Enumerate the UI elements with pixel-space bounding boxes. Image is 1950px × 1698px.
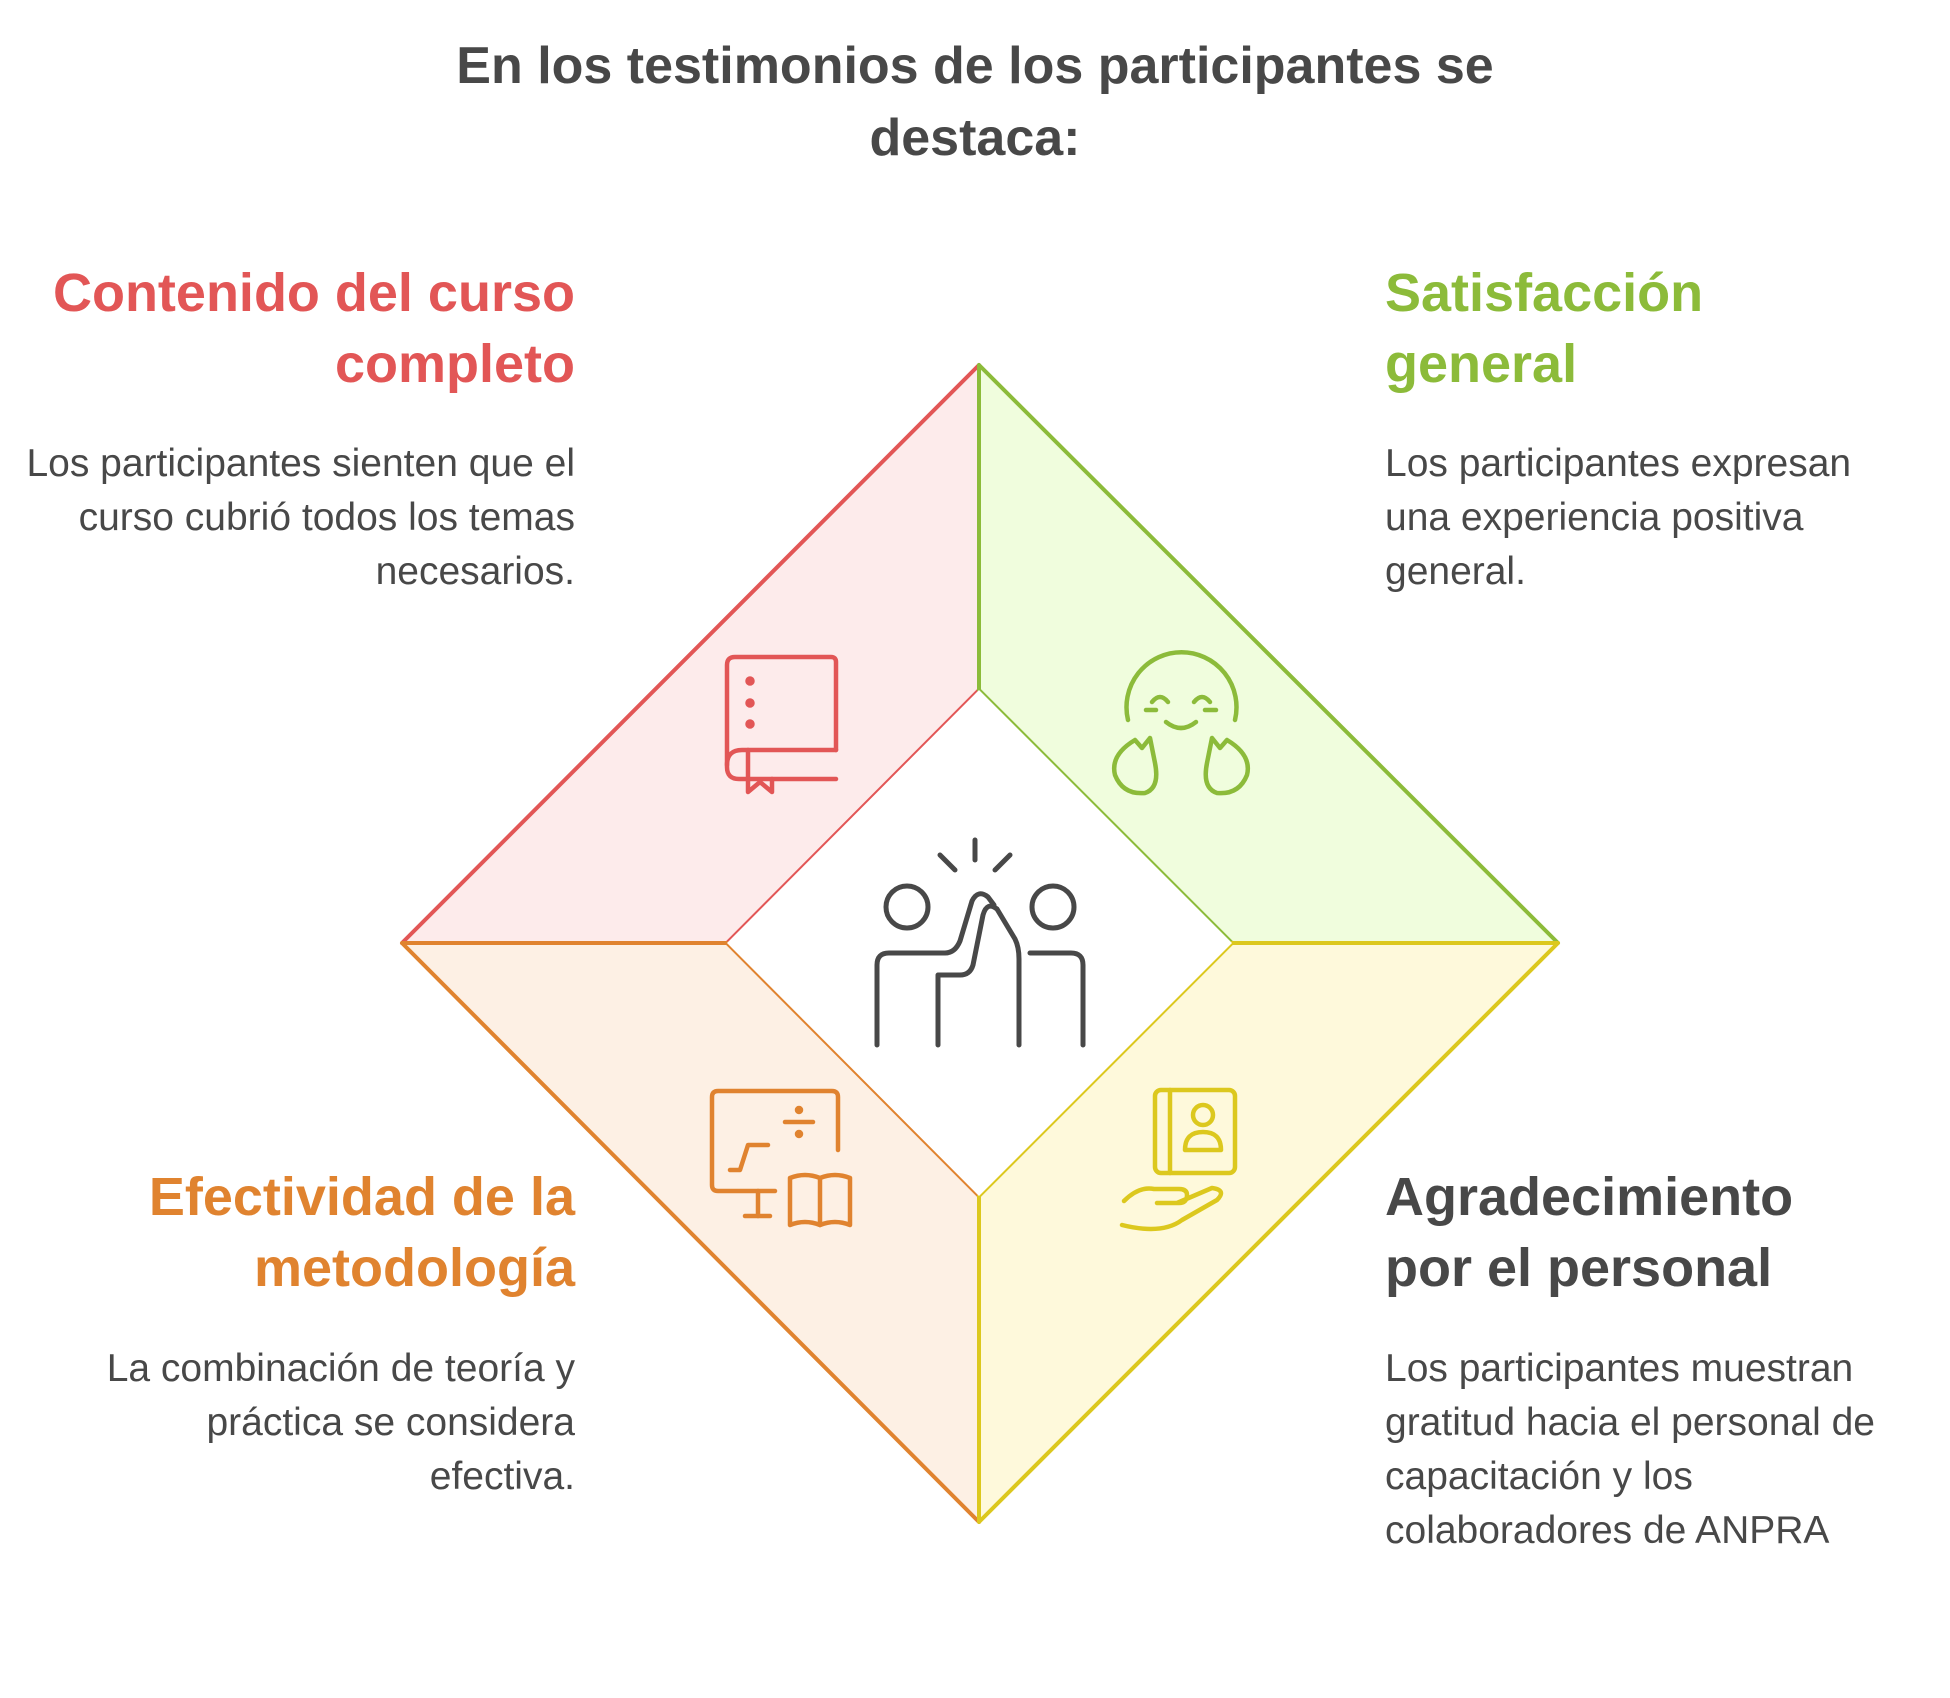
heading-satisfaccion: Satisfacción general (1385, 263, 1704, 394)
text-satisfaccion: Los participantes expresan una experienc… (1385, 442, 1852, 593)
high-five-icon (874, 837, 1086, 1048)
happy-face-icon (1111, 650, 1251, 796)
book-icon (724, 654, 839, 795)
text-agradecimiento: Los participantes muestran gratitud haci… (1385, 1347, 1875, 1552)
text-efectividad: La combinación de teoría y práctica se c… (106, 1347, 575, 1498)
contact-hand-icon (1119, 1087, 1238, 1232)
diagram-title: En los testimonios de los participantes … (456, 37, 1494, 167)
heading-contenido: Contenido del curso completo (52, 263, 575, 394)
text-contenido: Los participantes sienten que el curso c… (26, 442, 575, 593)
math-board-book-icon (709, 1088, 853, 1228)
heading-efectividad: Efectividad de la metodología (148, 1167, 575, 1298)
heading-agradecimiento: Agradecimiento por el personal (1385, 1167, 1794, 1298)
